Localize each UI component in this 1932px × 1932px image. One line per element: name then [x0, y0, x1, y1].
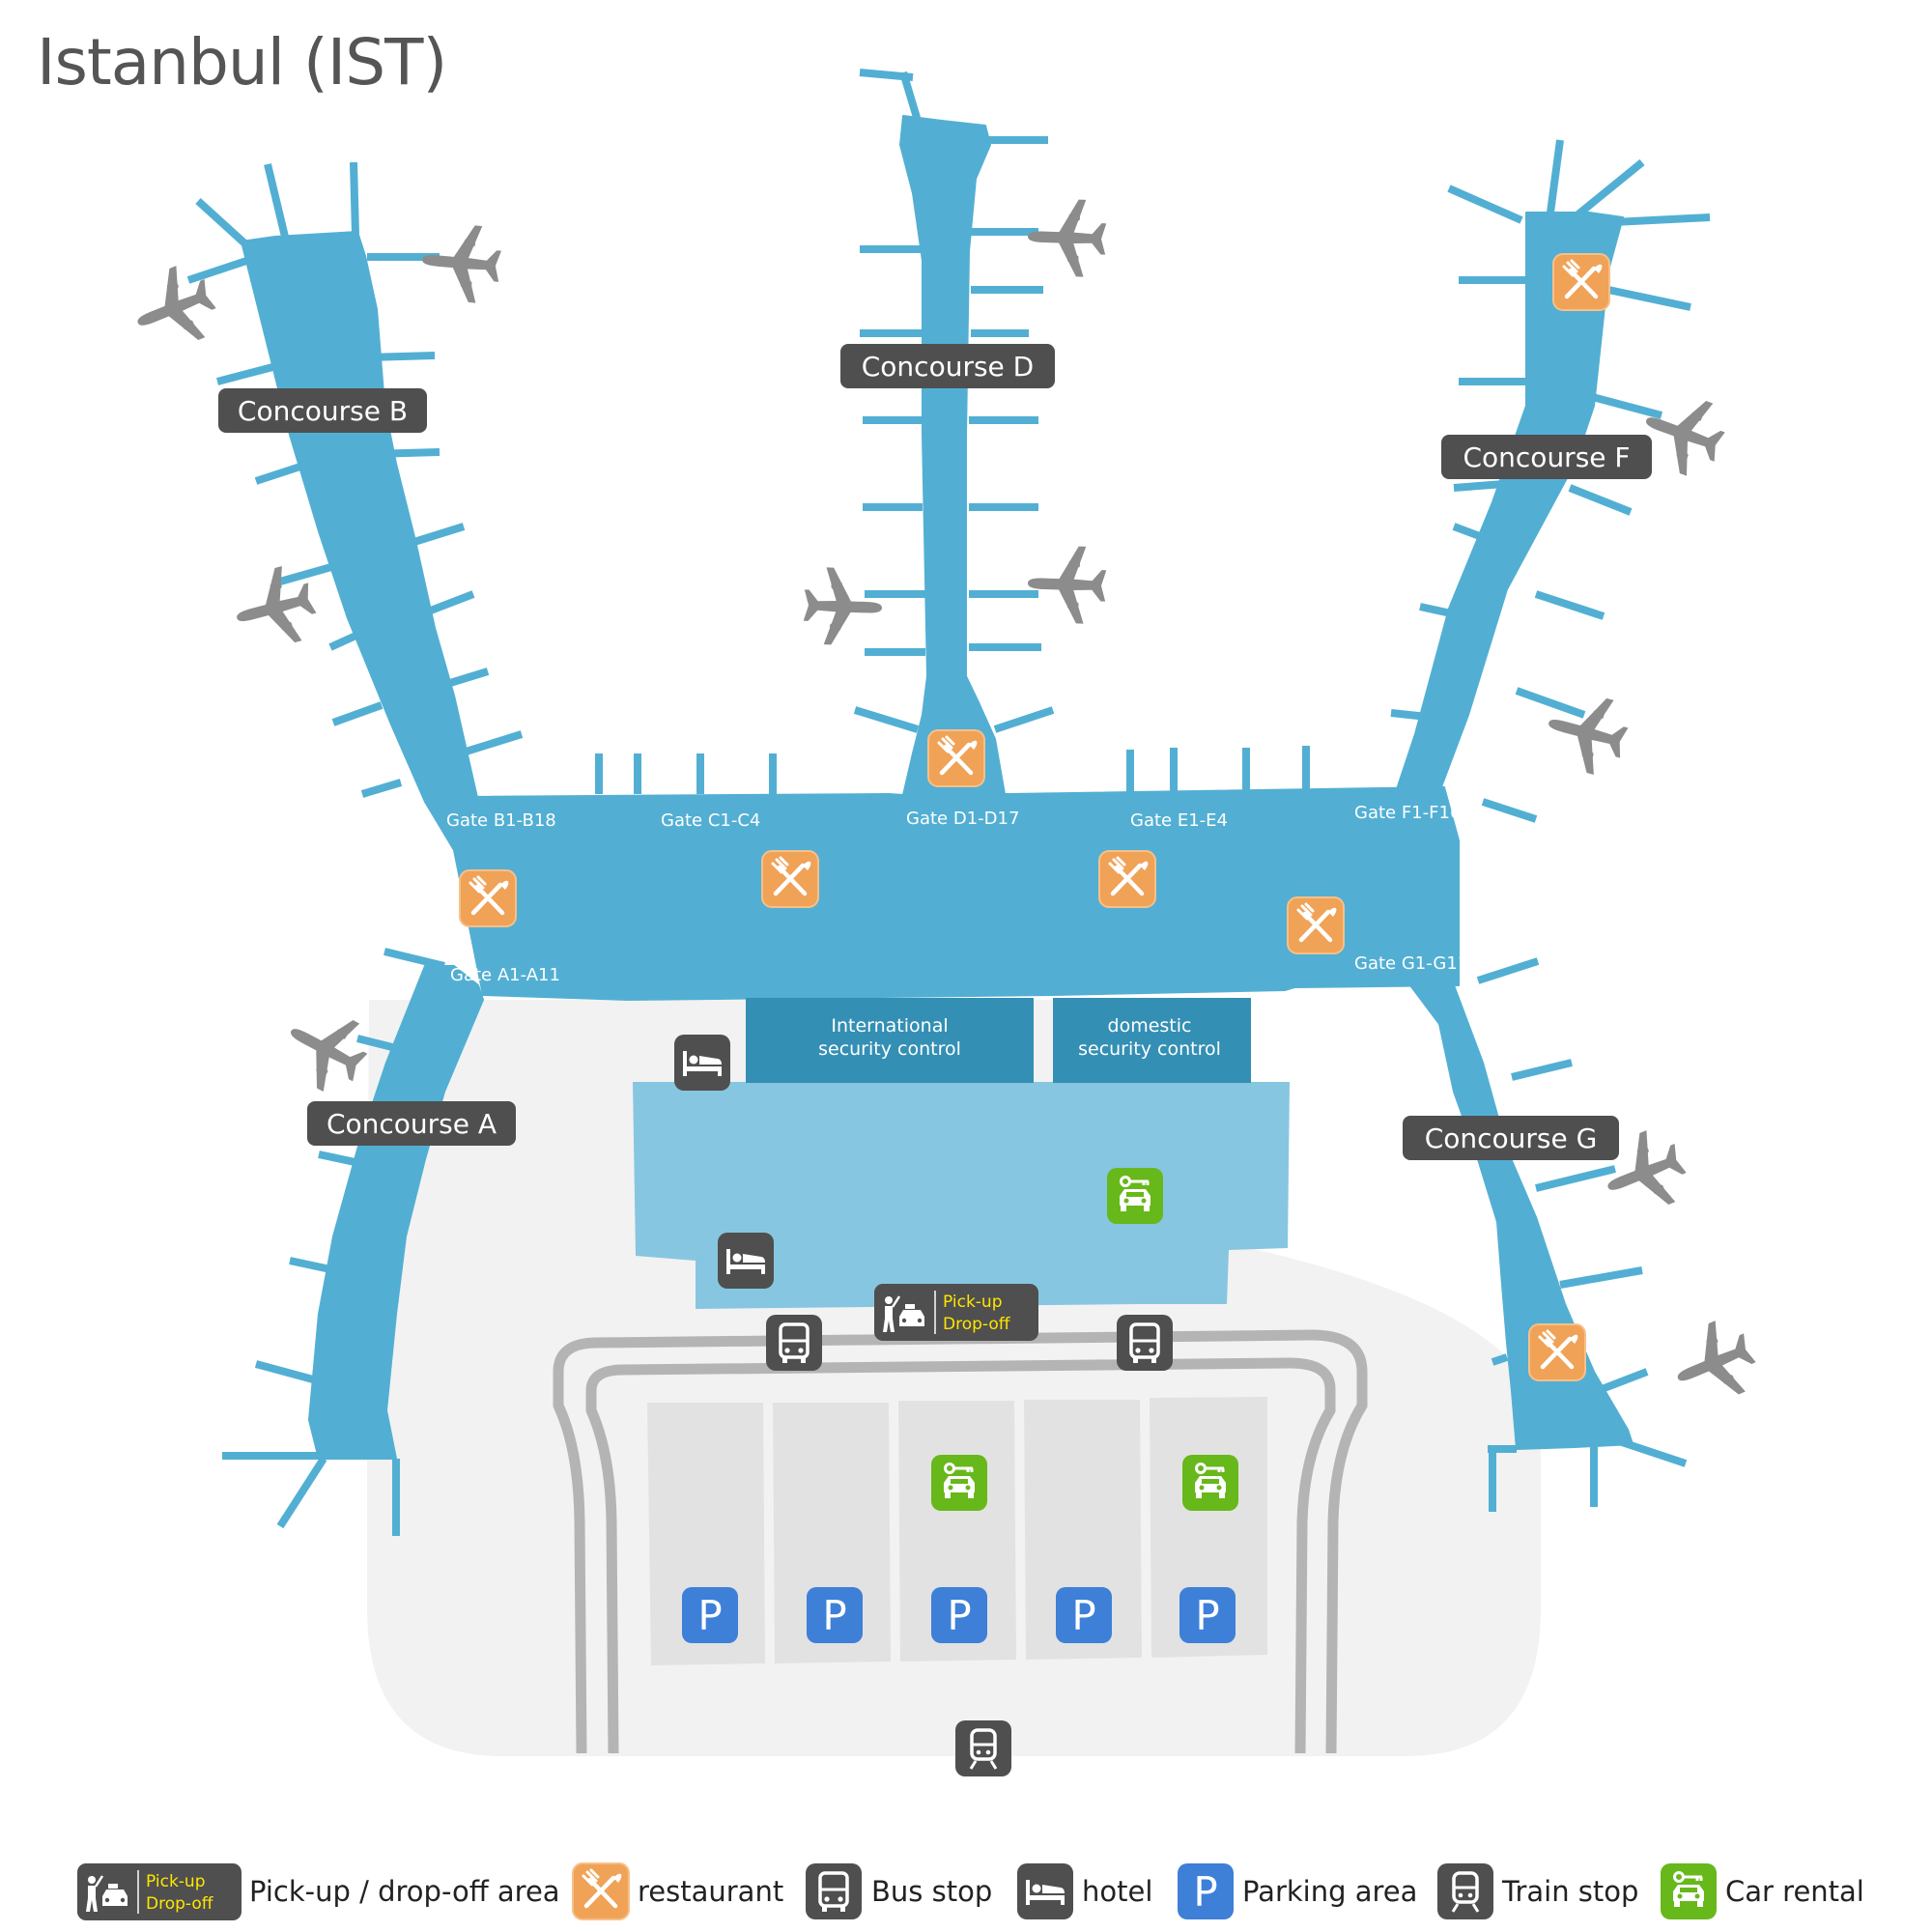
legend: Pick-up Drop-off Pick-up / drop-off area…: [77, 1863, 1864, 1920]
parking-icon: [807, 1587, 863, 1643]
restaurant-icon: [762, 851, 818, 907]
svg-text:Concourse D: Concourse D: [862, 351, 1035, 383]
gate-label-b: Gate B1-B18: [446, 810, 556, 831]
svg-text:Drop-off: Drop-off: [146, 1894, 214, 1914]
legend-train-label: Train stop: [1501, 1875, 1638, 1908]
car-rental-icon: [1105, 1166, 1165, 1226]
airplane-icon: [418, 220, 504, 305]
parking-icon: [1179, 1587, 1236, 1643]
legend-parking-label: Parking area: [1242, 1875, 1417, 1908]
bus-icon: [804, 1861, 864, 1921]
svg-text:Pick-up: Pick-up: [146, 1872, 206, 1891]
restaurant-icon: [1529, 1324, 1585, 1380]
bus-icon: [764, 1313, 824, 1373]
legend-car-rental-label: Car rental: [1725, 1875, 1864, 1908]
gate-label-c: Gate C1-C4: [661, 810, 760, 831]
parking-icon: [682, 1587, 738, 1643]
concourse-a-label: Concourse A: [307, 1101, 516, 1146]
airplane-icon: [1662, 1312, 1765, 1414]
security-intl-label-2: security control: [818, 1038, 961, 1060]
hotel-icon: [1017, 1863, 1073, 1919]
security-dom-label-2: security control: [1078, 1038, 1221, 1060]
legend-bus-label: Bus stop: [871, 1875, 992, 1908]
legend-restaurant: restaurant: [573, 1863, 783, 1919]
train-icon: [1435, 1861, 1495, 1921]
security-dom-label-1: domestic: [1108, 1015, 1192, 1037]
gate-label-e: Gate E1-E4: [1130, 810, 1228, 831]
legend-pickup-label: Pick-up / drop-off area: [249, 1875, 560, 1908]
bus-icon: [1115, 1313, 1175, 1373]
gate-label-g: Gate G1-G11: [1354, 953, 1468, 974]
restaurant-icon: [1288, 897, 1344, 953]
hotel-icon: [718, 1233, 774, 1289]
security-intl-label-1: International: [831, 1015, 948, 1037]
legend-parking: Parking area: [1178, 1863, 1417, 1919]
pickup-dropoff-marker: Pick-up Drop-off: [874, 1284, 1038, 1341]
svg-text:Drop-off: Drop-off: [943, 1315, 1011, 1334]
parking-icon: [931, 1587, 987, 1643]
landside-hall: [633, 1082, 1290, 1309]
svg-text:Concourse F: Concourse F: [1463, 441, 1630, 473]
legend-hotel-label: hotel: [1082, 1875, 1152, 1908]
concourse-f-label: Concourse F: [1441, 435, 1652, 479]
restaurant-icon: [1553, 254, 1609, 310]
concourse-b-label: Concourse B: [218, 388, 427, 433]
concourse-g-label: Concourse G: [1403, 1116, 1619, 1160]
hotel-icon: [674, 1035, 730, 1091]
restaurant-icon: [460, 870, 516, 926]
restaurant-icon: [1099, 851, 1155, 907]
legend-restaurant-label: restaurant: [638, 1875, 783, 1908]
car-rental-icon: [1659, 1861, 1719, 1921]
train-icon: [953, 1719, 1013, 1778]
legend-train: Train stop: [1435, 1861, 1638, 1921]
car-rental-icon: [929, 1453, 989, 1513]
airplane-icon: [802, 566, 884, 647]
restaurant-icon: [928, 730, 984, 786]
airplane-icon: [1026, 544, 1108, 625]
legend-hotel: hotel: [1017, 1863, 1152, 1919]
gate-label-d: Gate D1-D17: [906, 809, 1019, 829]
svg-text:Concourse G: Concourse G: [1425, 1122, 1598, 1154]
parking-icon: [1178, 1863, 1234, 1919]
gate-label-f: Gate F1-F16: [1354, 803, 1461, 823]
legend-car-rental: Car rental: [1659, 1861, 1864, 1921]
airplane-icon: [1026, 197, 1108, 278]
legend-pickup: Pick-up Drop-off Pick-up / drop-off area: [77, 1863, 560, 1920]
parking-icon: [1056, 1587, 1112, 1643]
restaurant-icon: [573, 1863, 629, 1919]
gate-label-a: Gate A1-A11: [450, 965, 560, 985]
svg-text:Concourse B: Concourse B: [238, 395, 408, 427]
svg-text:Concourse A: Concourse A: [327, 1108, 497, 1140]
legend-bus: Bus stop: [804, 1861, 992, 1921]
security-areas: [746, 998, 1251, 1083]
car-rental-icon: [1180, 1453, 1240, 1513]
concourse-d-label: Concourse D: [840, 344, 1055, 388]
map-title: Istanbul (IST): [37, 25, 447, 99]
svg-text:Pick-up: Pick-up: [943, 1293, 1003, 1312]
airplane-icon: [272, 996, 379, 1102]
access-roads: [553, 1329, 1368, 1754]
